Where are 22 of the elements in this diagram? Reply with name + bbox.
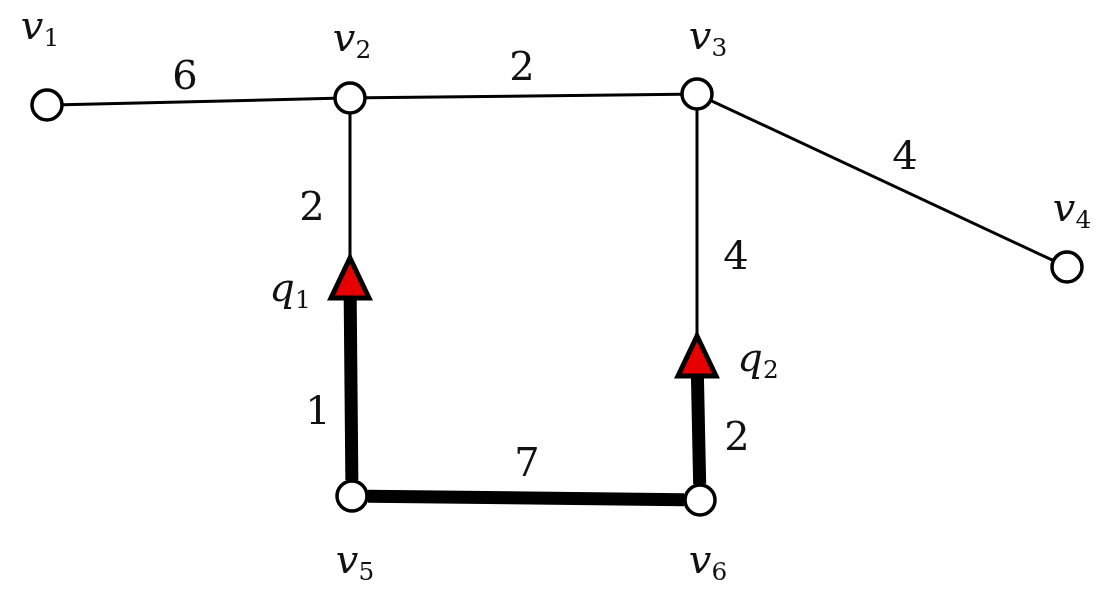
vertex-label: q$_{1}$ (269, 266, 311, 314)
edge-line (367, 489, 685, 507)
vertex-circle (30, 88, 64, 122)
vertex-label: v$_{2}$ (332, 16, 372, 64)
vertex-circle (683, 483, 717, 517)
vertex-circle (335, 479, 369, 513)
edge-line (366, 92, 681, 100)
vertex-label: v$_{4}$ (1052, 186, 1092, 234)
vertex-label: v$_{6}$ (688, 538, 728, 586)
vertex-label: q$_{2}$ (737, 336, 779, 384)
edge-line (695, 110, 699, 335)
triangle-marker (675, 333, 719, 379)
edge-line (348, 114, 352, 257)
vertex-label: v$_{1}$ (20, 4, 60, 52)
edge-line (62, 96, 335, 107)
vertex-label: v$_{3}$ (688, 14, 728, 62)
edge-line (710, 99, 1054, 262)
triangle-marker (328, 255, 372, 301)
vertex-circle (333, 81, 367, 115)
vertex-label: v$_{5}$ (335, 538, 375, 586)
vertex-circle (1050, 250, 1084, 284)
vertex-circle (680, 77, 714, 111)
